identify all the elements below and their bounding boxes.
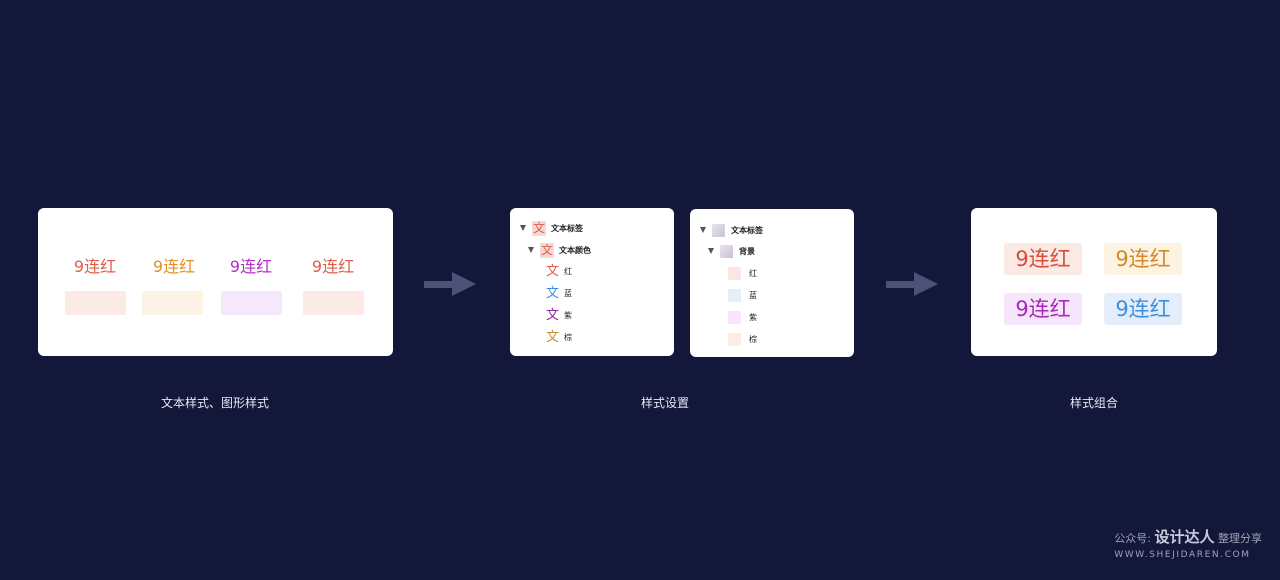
text-style-purple: 9连红 (229, 257, 273, 276)
layer-label: 文本标签 (551, 223, 584, 233)
watermark-url: WWW.SHEJIDAREN.COM (1114, 550, 1251, 560)
shape-style-orange (142, 291, 203, 315)
caption-style-settings: 样式设置 (640, 396, 689, 410)
combined-tag-blue: 9连红 (1104, 293, 1182, 325)
text-style-red-2: 9连红 (311, 257, 355, 276)
layer-label: 棕 (749, 334, 757, 344)
layer-label: 紫 (749, 312, 757, 322)
layer-row-purple[interactable]: 文 紫 (546, 305, 572, 325)
layer-row-blue[interactable]: 文 蓝 (546, 283, 572, 303)
background-layer-panel: 文本标签 背景 红 蓝 紫 棕 (690, 209, 854, 357)
text-style-orange: 9连红 (152, 257, 196, 276)
layer-row-text-label[interactable]: 文 文本标签 (520, 218, 583, 238)
text-layer-icon: 文 (532, 220, 547, 236)
group-thumbnail-icon (712, 223, 725, 237)
layer-label: 蓝 (749, 290, 757, 300)
shape-style-purple (221, 291, 282, 315)
layer-row-brown-bg[interactable]: 棕 (728, 329, 757, 349)
layer-label: 红 (564, 266, 573, 276)
watermark: 公众号: 设计达人 整理分享 WWW.SHEJIDAREN.COM (1114, 528, 1262, 562)
text-style-red: 9连红 (73, 257, 117, 276)
layer-row-background[interactable]: 背景 (708, 241, 755, 261)
layer-row-purple-bg[interactable]: 紫 (728, 307, 757, 327)
combined-tag-red: 9连红 (1004, 243, 1082, 275)
group-thumbnail-icon (720, 244, 733, 258)
watermark-brand: 设计达人 (1154, 528, 1215, 546)
color-swatch-icon (728, 310, 741, 324)
color-swatch-icon (728, 266, 741, 280)
expand-triangle-icon[interactable] (520, 225, 526, 231)
expand-triangle-icon[interactable] (528, 247, 534, 253)
style-combination-card: 9连红 9连红 9连红 9连红 (971, 208, 1217, 356)
watermark-prefix: 公众号: (1114, 532, 1151, 545)
layer-row-brown[interactable]: 文 棕 (546, 327, 572, 347)
caption-text-shape-styles: 文本样式、图形样式 (160, 396, 269, 410)
layer-row-red-bg[interactable]: 红 (728, 263, 757, 283)
layer-label: 棕 (564, 332, 573, 342)
color-swatch-icon (728, 332, 741, 346)
layer-label: 蓝 (564, 288, 573, 298)
text-layer-icon: 文 (540, 242, 555, 258)
shape-style-red (65, 291, 126, 315)
text-layer-icon: 文 (546, 285, 560, 301)
expand-triangle-icon[interactable] (700, 227, 706, 233)
layer-row-blue-bg[interactable]: 蓝 (728, 285, 757, 305)
layer-label: 红 (749, 268, 757, 278)
text-layer-icon: 文 (546, 263, 560, 279)
text-and-shape-styles-card: 9连红 9连红 9连红 9连红 (38, 208, 393, 356)
text-layer-icon: 文 (546, 329, 560, 345)
color-swatch-icon (728, 288, 741, 302)
layer-row-text-color[interactable]: 文 文本颜色 (528, 240, 591, 260)
combined-tag-orange: 9连红 (1104, 243, 1182, 275)
combined-tag-purple: 9连红 (1004, 293, 1082, 325)
arrow-right-icon (424, 272, 476, 296)
text-layer-icon: 文 (546, 307, 560, 323)
watermark-suffix: 整理分享 (1218, 532, 1262, 545)
shape-style-red-2 (303, 291, 364, 315)
arrow-right-icon (886, 272, 938, 296)
text-color-layer-panel: 文 文本标签 文 文本颜色 文 红 文 蓝 文 紫 文 棕 (510, 208, 674, 356)
layer-row-red[interactable]: 文 红 (546, 261, 572, 281)
caption-style-combination: 样式组合 (1069, 396, 1118, 410)
layer-label: 紫 (564, 310, 573, 320)
layer-label: 文本颜色 (559, 245, 592, 255)
layer-label: 背景 (739, 246, 755, 256)
layer-label: 文本标签 (731, 225, 763, 235)
layer-row-text-label[interactable]: 文本标签 (700, 220, 763, 240)
expand-triangle-icon[interactable] (708, 248, 714, 254)
